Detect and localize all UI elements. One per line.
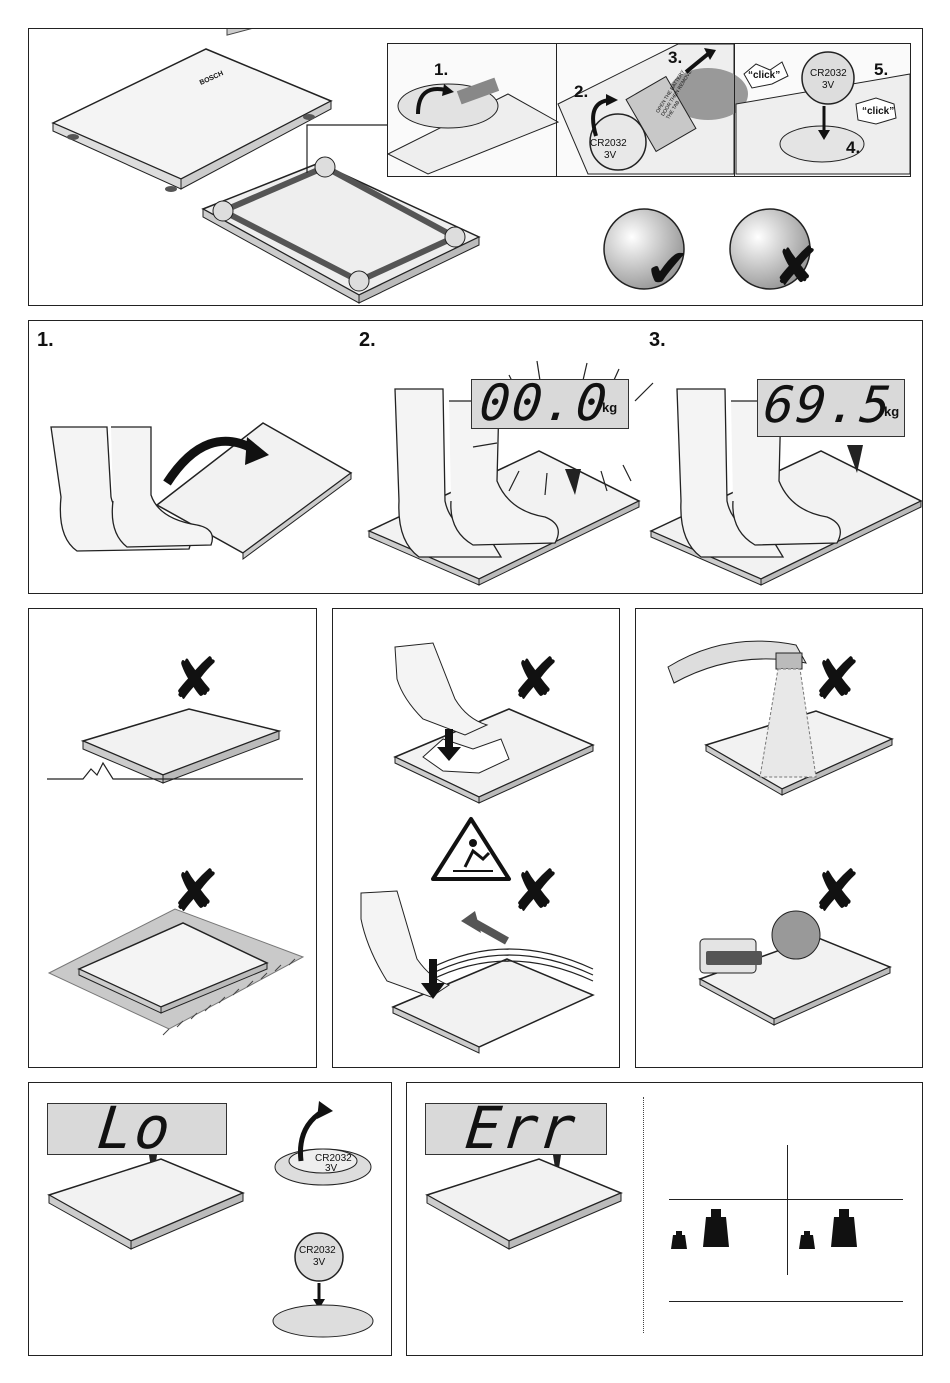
step-5-label: 5. (874, 60, 888, 80)
sliding-foot-illustration (357, 889, 607, 1049)
divider (556, 44, 557, 176)
remove-tab-illustration (558, 44, 734, 174)
open-battery-door-illustration (388, 44, 558, 174)
grid-vertical-line (787, 1145, 788, 1275)
wet-use-warnings-panel: ✘ ✘ (332, 608, 620, 1068)
battery-voltage-top: 3V (325, 1163, 337, 1174)
weight-small-icon (799, 1231, 815, 1249)
weight-large-icon (831, 1209, 857, 1247)
grid-horizontal-line (669, 1301, 903, 1302)
wet-foot-illustration (383, 639, 603, 809)
connector-line (305, 125, 389, 175)
battery-voltage-right: 3V (822, 80, 834, 91)
battery-label-right: CR2032 (810, 68, 847, 79)
final-display-value: 69.5 (761, 376, 896, 434)
slip-warning-icon (431, 817, 511, 881)
low-battery-scale-illustration (49, 1155, 249, 1275)
battery-setup-panel: BOSCH 1. (28, 28, 923, 306)
initial-display: 00.0 kg (471, 379, 629, 429)
cleaning-warnings-panel: ✘ ✘ (635, 608, 923, 1068)
low-battery-display-value: Lo (94, 1094, 175, 1162)
step-onto-scale-illustration (47, 417, 347, 587)
water-tap-illustration (666, 627, 916, 807)
battery-label-bottom: CR2032 (299, 1245, 336, 1256)
final-display: 69.5 kg (757, 379, 905, 437)
low-battery-panel: Lo CR2032 3V CR2032 3V (28, 1082, 392, 1356)
sponge-cleaning-illustration (666, 909, 916, 1039)
weigh-step-2-label: 2. (359, 329, 376, 352)
click-text-right: “click” (862, 106, 894, 117)
error-display: Err (425, 1103, 607, 1155)
cross-mark-icon: ✘ (773, 235, 818, 298)
battery-label-left: CR2032 (590, 138, 627, 149)
error-panel: Err (406, 1082, 923, 1356)
uneven-floor-illustration (43, 699, 313, 789)
step-1-label: 1. (434, 60, 448, 80)
weigh-step-1-label: 1. (37, 329, 54, 352)
step-2-label: 2. (574, 82, 588, 102)
initial-display-unit: kg (602, 400, 617, 415)
remove-old-battery-illustration (267, 1097, 387, 1197)
error-display-value: Err (462, 1094, 580, 1162)
grid-horizontal-line (669, 1199, 903, 1200)
dotted-divider (643, 1097, 644, 1333)
initial-display-value: 00.0 (477, 374, 612, 432)
weight-small-icon (671, 1231, 687, 1249)
step-4-label: 4. (846, 138, 860, 158)
final-display-unit: kg (884, 404, 899, 419)
placement-warnings-panel: ✘ ✘ (28, 608, 317, 1068)
carpet-illustration (43, 901, 313, 1041)
check-mark-icon: ✔ (645, 237, 690, 300)
battery-voltage-bottom: 3V (313, 1257, 325, 1268)
error-scale-illustration (427, 1155, 627, 1275)
click-text-left: “click” (748, 70, 780, 81)
weight-large-icon (703, 1209, 729, 1247)
divider (734, 44, 735, 176)
low-battery-display: Lo (47, 1103, 227, 1155)
step-3-label: 3. (668, 48, 682, 68)
weighing-steps-panel: 1. 2. 3. 00.0 kg (28, 320, 923, 594)
battery-voltage-left: 3V (604, 150, 616, 161)
weigh-step-3-label: 3. (649, 329, 666, 352)
battery-detail-box: 1. 2. 3. CR2032 3V OPEN THE BATTERY DOOR… (387, 43, 911, 177)
scale-bottom-illustration (199, 155, 489, 305)
